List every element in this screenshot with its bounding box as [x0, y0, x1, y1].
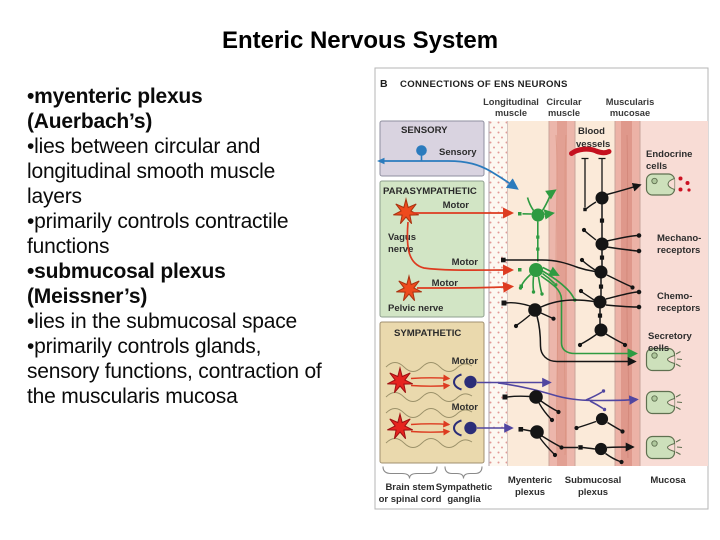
- svg-text:muscle: muscle: [495, 108, 527, 118]
- mechanoreceptors-label: Mechano-: [657, 233, 701, 244]
- submucosal-layer: [575, 121, 615, 466]
- slide-title: Enteric Nervous System: [221, 27, 499, 54]
- blood-vessels-label: Blood: [578, 126, 605, 137]
- bullet-line: sensory functions, contraction of: [27, 360, 322, 383]
- myenteric-green-neuron-1: [531, 208, 545, 222]
- submucosal-neuron: [593, 295, 607, 309]
- sensory-box: SENSORY Sensory: [379, 120, 485, 177]
- vagus-nerve-label: Vagus: [388, 232, 416, 243]
- longitudinal-muscle-label: Longitudinal: [483, 97, 539, 107]
- motor-label: Motor: [452, 356, 479, 367]
- bullet-line: functions: [27, 235, 110, 258]
- myenteric-neuron-1: [528, 303, 542, 317]
- parasympathetic-box: PARASYMPATHETIC Motor Vagus nerve Motor …: [379, 180, 485, 318]
- ens-connections-diagram: B CONNECTIONS OF ENS NEURONS Longitud: [374, 67, 709, 510]
- svg-text:cells: cells: [646, 161, 667, 172]
- svg-text:mucosae: mucosae: [610, 108, 650, 118]
- bullet-line: longitudinal smooth muscle: [27, 160, 276, 183]
- endocrine-cells-label: Endocrine: [646, 149, 692, 160]
- bottom-labels: Brain stem or spinal cord Sympathetic ga…: [379, 475, 687, 505]
- myenteric-green-neuron-2: [529, 263, 543, 277]
- bullet-line: (Auerbach’s): [27, 110, 153, 133]
- mucosa-label: Mucosa: [650, 475, 686, 486]
- bullet-line: •lies between circular and: [27, 135, 261, 158]
- sensory-axon-left-arrow: [377, 157, 385, 165]
- svg-text:receptors: receptors: [657, 303, 700, 314]
- myenteric-plexus-label: Myenteric: [508, 475, 552, 486]
- submucosal-neuron: [595, 237, 609, 251]
- svg-text:or spinal cord: or spinal cord: [379, 494, 442, 505]
- myenteric-black-neurons: [501, 257, 637, 465]
- parasympathetic-axons: [406, 207, 515, 293]
- svg-text:plexus: plexus: [515, 487, 545, 498]
- parasympathetic-box-title: PARASYMPATHETIC: [383, 186, 477, 197]
- submucosal-neuron: [594, 265, 608, 279]
- circular-muscle-label: Circular: [546, 97, 582, 107]
- sympathetic-postganglionic-axons: [477, 377, 639, 433]
- sympathetic-box: SYMPATHETIC Motor Motor: [379, 321, 485, 464]
- nerve-sheath-waves: [385, 362, 473, 448]
- bullet-line: •lies in the submucosal space: [27, 310, 298, 333]
- submucosal-neuron-chain: [577, 182, 642, 348]
- svg-text:vessels: vessels: [576, 139, 610, 150]
- muscularis-mucosae-label: Muscularis: [606, 97, 655, 107]
- sympathetic-ganglion-1: [410, 373, 477, 391]
- svg-text:plexus: plexus: [578, 487, 608, 498]
- endocrine-cell: [645, 173, 691, 196]
- sensory-box-title: SENSORY: [401, 125, 448, 136]
- green-neuron-terminals: [518, 208, 577, 302]
- svg-text:muscle: muscle: [548, 108, 580, 118]
- submucosal-neuron-lower-2: [594, 442, 608, 456]
- submucosal-neuron: [594, 323, 608, 337]
- svg-text:nerve: nerve: [388, 244, 413, 255]
- secretory-cells-label: Secretory: [648, 331, 693, 342]
- panel-letter: B: [380, 78, 388, 90]
- myenteric-neuron-2: [529, 390, 543, 404]
- diagram-title: CONNECTIONS OF ENS NEURONS: [400, 79, 568, 90]
- sympathetic-ganglion-2: [410, 419, 477, 437]
- motor-label: Motor: [443, 200, 470, 211]
- svg-text:receptors: receptors: [657, 245, 700, 256]
- bullet-line: •submucosal plexus: [27, 260, 226, 283]
- submucosal-plexus-label: Submucosal: [565, 475, 622, 486]
- chemoreceptors-label: Chemo-: [657, 291, 692, 302]
- bullet-line: (Meissner’s): [27, 285, 148, 308]
- bullet-line: •myenteric plexus: [27, 85, 203, 108]
- bullet-line: the muscularis mucosa: [27, 385, 238, 408]
- sensory-neuron-soma: [416, 145, 427, 156]
- myenteric-neuron-3: [530, 425, 544, 439]
- mucosa-labels: Endocrine cells Mechano- receptors Chemo…: [646, 149, 701, 354]
- column-labels: Longitudinal muscle Circular muscle Musc…: [483, 97, 654, 118]
- bullet-text-block: •myenteric plexus (Auerbach’s) •lies bet…: [27, 84, 379, 409]
- motor-label: Motor: [432, 278, 459, 289]
- sympathetic-box-title: SYMPATHETIC: [394, 328, 461, 339]
- motor-label: Motor: [452, 402, 479, 413]
- pelvic-nerve-label: Pelvic nerve: [388, 303, 443, 314]
- submucosal-neuron: [595, 191, 609, 205]
- sensory-axon: [383, 160, 519, 190]
- bullet-line: •primarily controls contractile: [27, 210, 289, 233]
- svg-text:ganglia: ganglia: [447, 494, 481, 505]
- bullet-line: layers: [27, 185, 82, 208]
- sensory-neuron: [377, 145, 519, 190]
- longitudinal-muscle-layer: [489, 121, 508, 466]
- brainstem-label: Brain stem: [385, 482, 434, 493]
- svg-text:cells: cells: [648, 343, 669, 354]
- motor-label: Motor: [452, 257, 479, 268]
- braces: [382, 466, 483, 479]
- sensory-neuron-label: Sensory: [439, 147, 477, 158]
- sympathetic-ganglia-label: Sympathetic: [436, 482, 493, 493]
- submucosal-neuron-lower-1: [595, 412, 609, 426]
- bullet-line: •primarily controls glands,: [27, 335, 262, 358]
